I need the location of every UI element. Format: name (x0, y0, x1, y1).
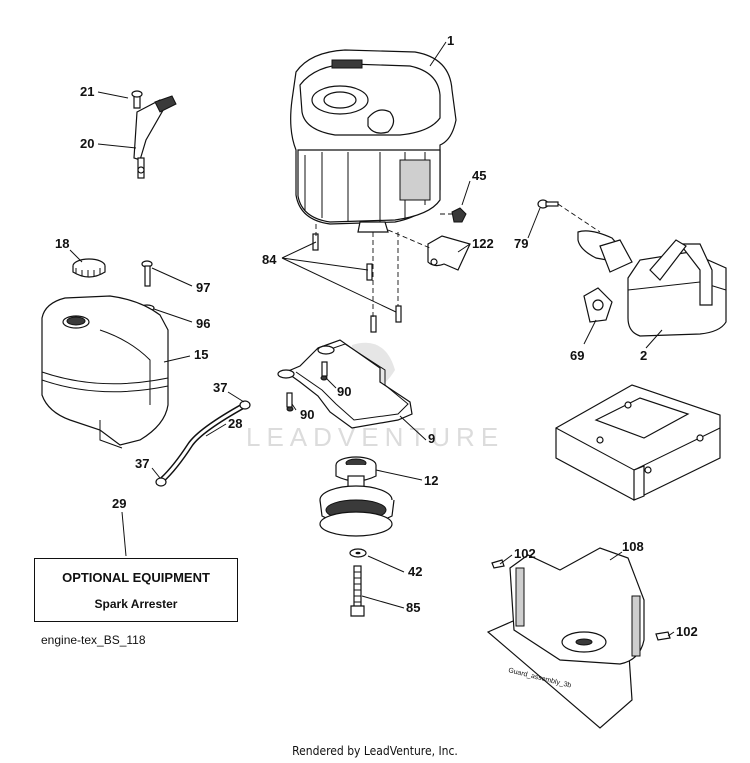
engine-bolts (312, 224, 402, 333)
engine-pulley (319, 456, 395, 537)
callout-2: 2 (640, 348, 647, 363)
callout-28: 28 (228, 416, 242, 431)
callout-69: 69 (570, 348, 584, 363)
callout-90-upper: 90 (337, 384, 351, 399)
callout-37-bottom: 37 (135, 456, 149, 471)
callout-42: 42 (408, 564, 422, 579)
callout-20: 20 (80, 136, 94, 151)
callout-84: 84 (262, 252, 277, 267)
optional-equipment-box: OPTIONAL EQUIPMENT Spark Arrester (34, 558, 238, 622)
callout-9: 9 (428, 431, 435, 446)
callout-45: 45 (472, 168, 486, 183)
callout-18: 18 (55, 236, 69, 251)
engine (290, 49, 457, 233)
callout-90-lower: 90 (300, 407, 314, 422)
render-credit: Rendered by LeadVenture, Inc. (292, 744, 458, 758)
belt-guard (387, 229, 471, 271)
watermark-text: LEADVENTURE (246, 422, 504, 452)
fuel-tank (41, 295, 169, 449)
callout-37-top: 37 (213, 380, 227, 395)
callout-29: 29 (112, 496, 126, 511)
callout-96: 96 (196, 316, 210, 331)
callout-12: 12 (424, 473, 438, 488)
muffler (537, 199, 727, 337)
callout-108: 108 (622, 539, 644, 554)
gas-cap (72, 258, 106, 278)
callout-15: 15 (194, 347, 208, 362)
callout-21: 21 (80, 84, 94, 99)
mounting-plate (555, 384, 721, 501)
callout-102-right: 102 (676, 624, 698, 639)
optional-equipment-item: Spark Arrester (94, 597, 178, 611)
optional-equipment-title: OPTIONAL EQUIPMENT (62, 570, 210, 585)
callout-85: 85 (406, 600, 420, 615)
callouts: 1 21 20 45 79 18 84 122 97 96 15 69 2 37… (55, 33, 698, 639)
pulley-bolt (349, 548, 367, 617)
leader-lines (69, 41, 675, 637)
callout-122: 122 (472, 236, 494, 251)
cooling-guard: Guard_assembly_3b (486, 547, 671, 729)
callout-79: 79 (514, 236, 528, 251)
callout-102-left: 102 (514, 546, 536, 561)
throttle-control (131, 90, 177, 179)
fuel-line (155, 400, 251, 487)
nut-45 (440, 207, 467, 223)
callout-97: 97 (196, 280, 210, 295)
diagram-id-label: engine-tex_BS_118 (41, 633, 146, 647)
mounting-bracket (277, 339, 413, 429)
callout-1: 1 (447, 33, 454, 48)
